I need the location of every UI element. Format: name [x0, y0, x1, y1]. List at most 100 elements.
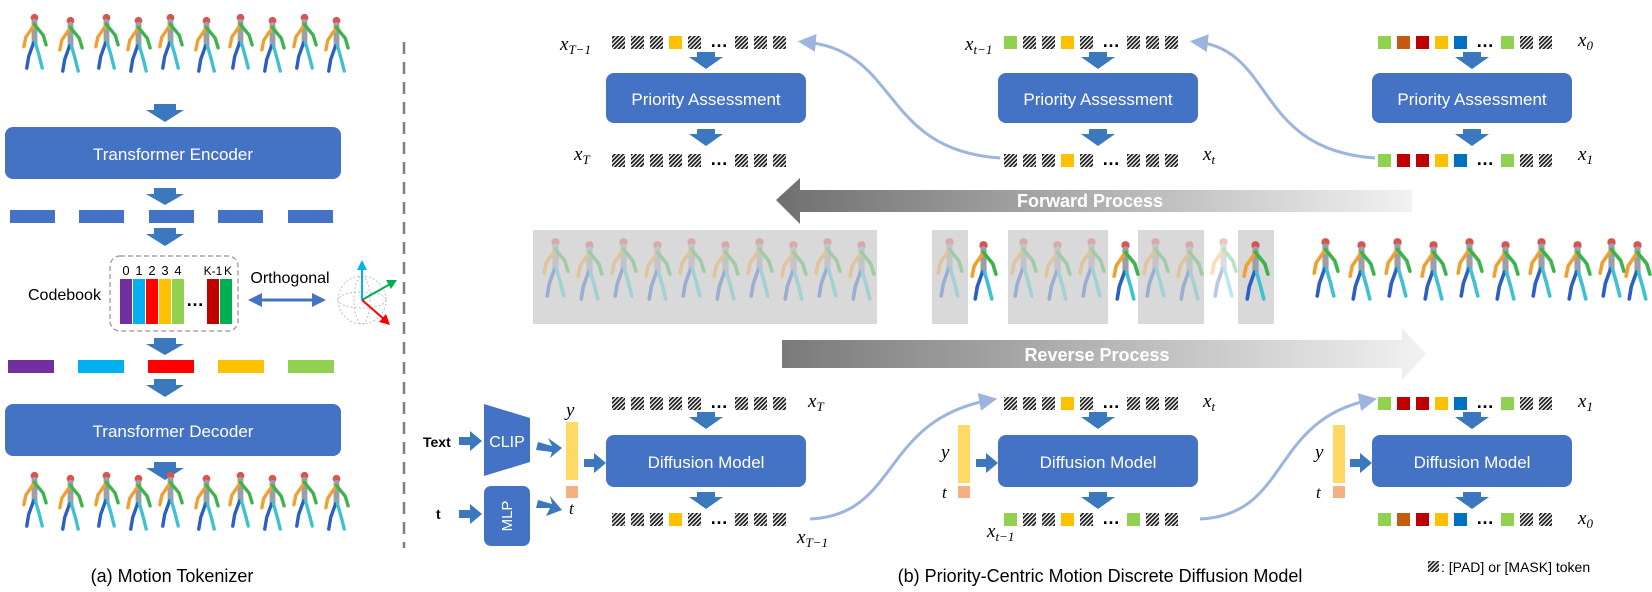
motion-token: [1061, 36, 1074, 49]
var-x-t-1: xt−1: [964, 34, 992, 57]
mask-token: [1146, 36, 1159, 49]
token-ellipsis: …: [710, 392, 728, 412]
mask-token: [1165, 397, 1178, 410]
mask-token: [631, 36, 644, 49]
caption-b: (b) Priority-Centric Motion Discrete Dif…: [898, 566, 1303, 586]
motion-token: [1397, 513, 1410, 526]
mask-token: [1539, 397, 1552, 410]
motion-token: [669, 513, 682, 526]
motion-frame: [1212, 238, 1236, 296]
diffusion-model-label: Diffusion Model: [1040, 453, 1157, 472]
var-x-t: xt: [1202, 144, 1215, 167]
motion-sequence-input: [24, 14, 348, 71]
mask-token: [1080, 397, 1093, 410]
t-input-label: t: [436, 506, 441, 522]
down-arrow: [146, 228, 184, 246]
t-var: t: [569, 499, 575, 518]
motion-token: [1397, 397, 1410, 410]
mask-token: [1080, 36, 1093, 49]
right-arrow: [976, 453, 998, 473]
codebook-label: Codebook: [28, 287, 102, 304]
diffusion-model-box-3: [1372, 435, 1572, 487]
t-embedding: [958, 486, 970, 498]
motion-token: [1004, 36, 1017, 49]
mlp-box: [484, 486, 530, 546]
var-x-T: xT: [573, 144, 590, 167]
motion-token: [1501, 36, 1514, 49]
priority-assessment-box-3: [1372, 73, 1572, 123]
diffusion-model-label: Diffusion Model: [648, 453, 765, 472]
var-x-1: x1: [1577, 391, 1593, 414]
motion-token: [1378, 154, 1391, 167]
svg-text:K: K: [224, 264, 232, 278]
var-x-t: xt: [1202, 391, 1215, 414]
motion-token: [1501, 154, 1514, 167]
clip-label: CLIP: [489, 434, 525, 451]
transformer-decoder-box: [5, 404, 341, 456]
down-arrow: [146, 379, 184, 397]
forward-process-arrow: [776, 178, 1412, 224]
motion-frame: [1458, 238, 1482, 296]
motion-token: [669, 36, 682, 49]
motion-token: [1435, 397, 1448, 410]
motion-frame: [128, 17, 150, 71]
motion-frame: [294, 14, 316, 68]
mask-token: [754, 154, 767, 167]
mask-token: [631, 154, 644, 167]
mask-token: [631, 397, 644, 410]
motion-token: [1454, 36, 1467, 49]
mask-token: [735, 36, 748, 49]
mask-token: [612, 397, 625, 410]
codebook-border: [109, 255, 239, 332]
right-arrow: [459, 504, 482, 524]
mask-token: [1080, 513, 1093, 526]
mask-token: [1004, 397, 1017, 410]
motion-frame: [326, 475, 348, 529]
diffusion-model-box-2: [998, 435, 1198, 487]
curve-arrow: [1199, 393, 1378, 521]
mask-token: [1023, 36, 1036, 49]
motion-frame: [1600, 238, 1624, 296]
curve-arrow: [797, 33, 1001, 160]
motion-token: [1435, 513, 1448, 526]
quantized-tokens: [8, 360, 334, 373]
clip-encoder-box: [484, 404, 530, 476]
mask-token: [1023, 154, 1036, 167]
mask-token: [1080, 154, 1093, 167]
token-ellipsis: …: [1102, 149, 1120, 169]
motion-frame: [96, 472, 118, 526]
motion-frame: [972, 241, 996, 299]
token-ellipsis: …: [1476, 149, 1494, 169]
motion-token: [1501, 513, 1514, 526]
y-var: y: [1313, 442, 1324, 463]
motion-frame: [326, 17, 348, 71]
mask-token: [612, 154, 625, 167]
caption-a: (a) Motion Tokenizer: [91, 566, 254, 586]
motion-token: [1454, 513, 1467, 526]
token-ellipsis: …: [1102, 31, 1120, 51]
mask-token: [1127, 397, 1140, 410]
svg-text:1: 1: [135, 263, 142, 278]
mask-token: [688, 397, 701, 410]
mask-token: [612, 513, 625, 526]
right-arrow: [584, 453, 606, 473]
mask-token: [1023, 513, 1036, 526]
mask-token: [650, 397, 663, 410]
mask-token: [735, 397, 748, 410]
orthogonal-label: Orthogonal: [250, 270, 329, 287]
motion-token: [1454, 154, 1467, 167]
transformer-encoder-box: [5, 127, 341, 179]
motion-token: [1127, 513, 1140, 526]
motion-frame: [230, 14, 252, 68]
mask-token: [1042, 36, 1055, 49]
token-ellipsis: …: [710, 149, 728, 169]
mlp-label: MLP: [499, 501, 516, 532]
mask-token: [735, 513, 748, 526]
mask-token: [1023, 397, 1036, 410]
var-x-T-1: xT−1: [796, 527, 828, 550]
motion-token: [1378, 513, 1391, 526]
forward-process-label: Forward Process: [1017, 191, 1163, 211]
mask-token: [1539, 513, 1552, 526]
mask-token: [1127, 36, 1140, 49]
down-arrow: [1081, 492, 1115, 509]
